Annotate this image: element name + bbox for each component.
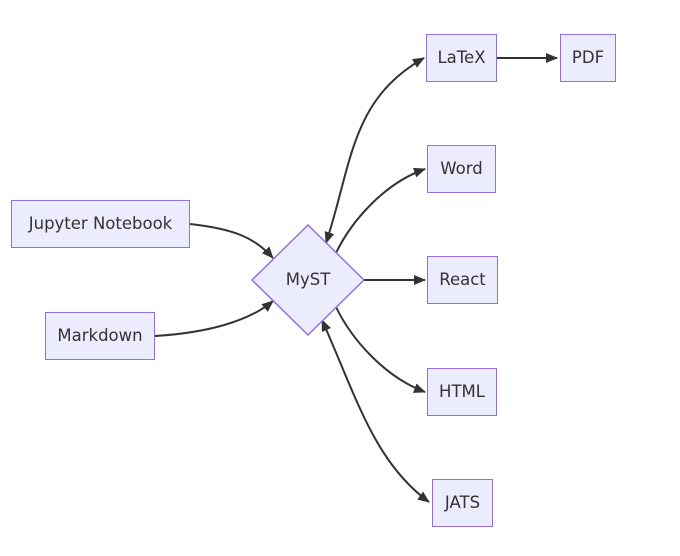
node-markdown: Markdown: [45, 312, 155, 360]
node-label-jupyter-notebook: Jupyter Notebook: [28, 213, 173, 233]
node-word: Word: [427, 145, 496, 193]
edge-jupyter-to-myst: [189, 223, 274, 259]
node-label-react: React: [439, 269, 486, 289]
node-label-pdf: PDF: [571, 47, 605, 67]
node-jats: JATS: [432, 479, 493, 527]
edge-markdown-to-myst: [154, 300, 274, 337]
node-jupyter-notebook: Jupyter Notebook: [11, 200, 190, 248]
edge-myst-to-word: [335, 167, 426, 254]
node-label-word: Word: [440, 158, 483, 178]
node-html: HTML: [427, 368, 497, 416]
edge-myst-to-html: [335, 306, 426, 393]
node-pdf: PDF: [560, 34, 616, 82]
edge-myst-latex-bidirectional: [324, 57, 425, 244]
node-latex: LaTeX: [426, 34, 497, 82]
edge-myst-jats-bidirectional: [321, 319, 430, 503]
node-myst-shape: [250, 223, 366, 337]
node-label-markdown: Markdown: [57, 325, 143, 345]
node-label-html: HTML: [439, 381, 485, 401]
node-react: React: [427, 256, 498, 304]
node-label-jats: JATS: [444, 492, 481, 512]
node-label-latex: LaTeX: [437, 47, 486, 67]
